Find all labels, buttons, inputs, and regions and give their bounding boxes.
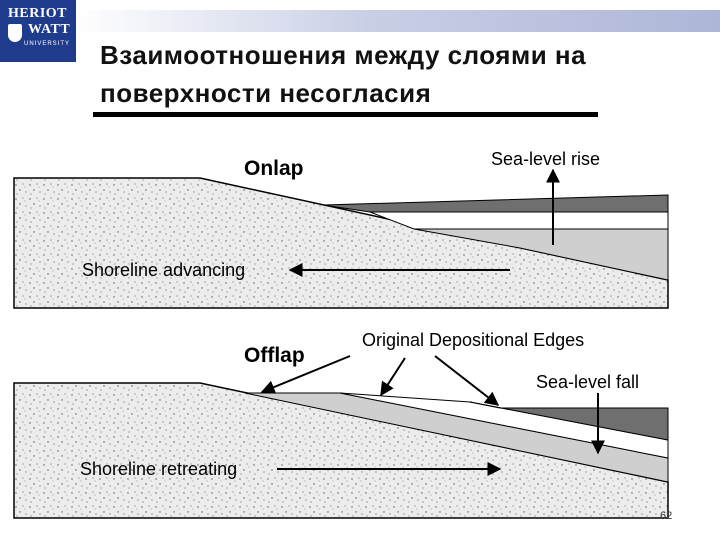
onlap-basement xyxy=(13,177,669,309)
logo-text-watt: WATT xyxy=(28,22,71,37)
crest-icon xyxy=(8,24,22,42)
heriot-watt-logo: HERIOT WATT UNIVERSITY xyxy=(0,0,76,62)
onlap-sea-level-label: Sea-level rise xyxy=(491,149,600,169)
offlap-dark-layer xyxy=(469,401,669,441)
onlap-panel xyxy=(13,168,669,309)
onlap-heading: Onlap xyxy=(244,157,304,180)
onlap-light-layer xyxy=(413,228,669,281)
offlap-basement xyxy=(13,382,669,519)
slide-title-line-2: поверхности несогласия xyxy=(100,78,432,108)
offlap-edges-label: Original Depositional Edges xyxy=(362,330,584,350)
offlap-edge-arrow-1 xyxy=(260,355,351,394)
onlap-dark-layer xyxy=(322,194,669,213)
onlap-white-layer xyxy=(369,211,669,230)
offlap-panel xyxy=(13,355,669,519)
logo-text-heriot: HERIOT xyxy=(8,6,68,21)
logo-text-university: UNIVERSITY xyxy=(24,41,71,47)
onlap-shoreline-label: Shoreline advancing xyxy=(82,260,245,280)
offlap-sea-level-label: Sea-level fall xyxy=(536,372,639,392)
slide-title: Взаимоотношения между слоями на поверхно… xyxy=(100,36,710,112)
offlap-heading: Offlap xyxy=(244,344,305,367)
slide-title-line-1: Взаимоотношения между слоями на xyxy=(100,40,587,70)
slide-number: 62 xyxy=(660,510,673,522)
offlap-edge-arrow-3 xyxy=(434,355,500,406)
header-gradient-bar xyxy=(76,10,720,32)
offlap-shoreline-label: Shoreline retreating xyxy=(80,459,237,479)
title-underline xyxy=(93,112,598,117)
offlap-edge-arrow-2 xyxy=(380,357,406,397)
